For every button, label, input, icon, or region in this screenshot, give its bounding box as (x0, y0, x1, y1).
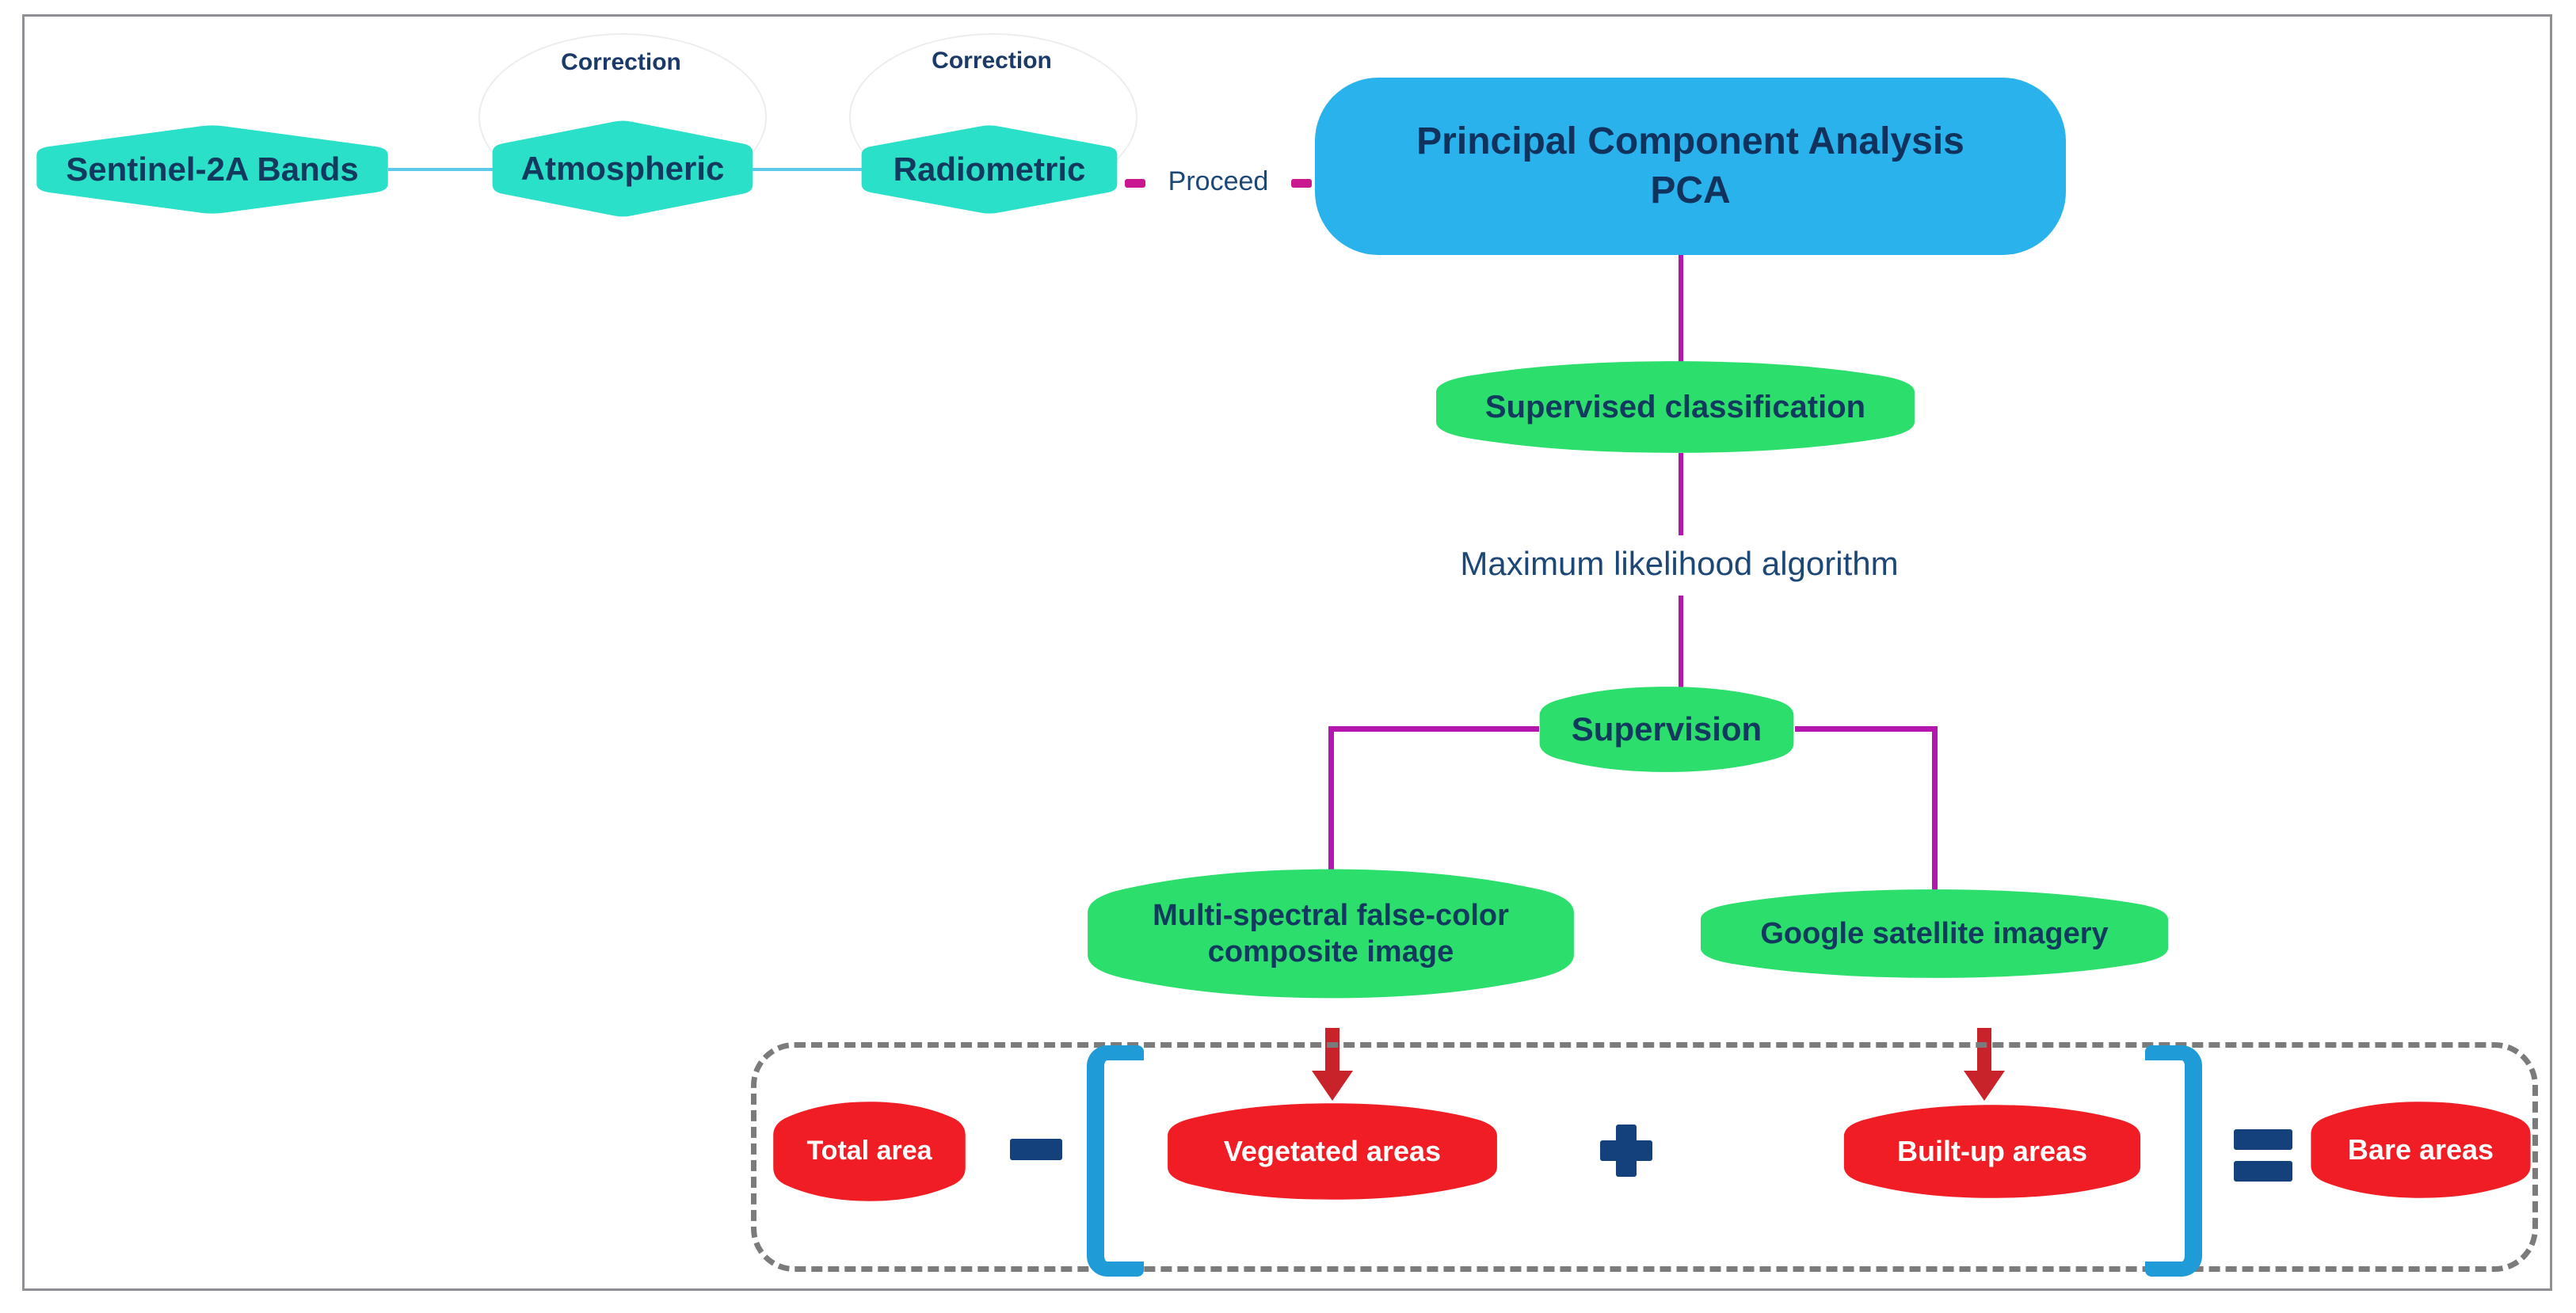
correction-label-radiometric: Correction (932, 48, 1052, 74)
node-label: Google satellite imagery (1760, 916, 2109, 950)
node-bare-areas: Bare areas (2310, 1101, 2532, 1199)
minus-bar (1010, 1139, 1062, 1160)
connector-atmospheric-radiometric (753, 168, 862, 171)
node-label: Supervision (1571, 710, 1762, 748)
minus-sign-icon (1010, 1139, 1062, 1160)
equals-bar-top (2234, 1129, 2292, 1150)
barrel-shape (1168, 1103, 1497, 1200)
node-label: Atmospheric (520, 150, 725, 188)
node-label-line1: Multi-spectral false-color (1153, 898, 1509, 932)
barrel-shape (1088, 869, 1574, 999)
node-vegetated-areas: Vegetated areas (1166, 1102, 1499, 1201)
equals-bar-bottom (2234, 1161, 2292, 1182)
correction-label-atmospheric: Correction (561, 49, 681, 75)
connector-supervision-left-h (1328, 726, 1539, 732)
node-supervision: Supervision (1538, 686, 1795, 773)
node-sentinel-2a-bands: Sentinel-2A Bands (35, 124, 390, 215)
node-label: Built-up areas (1896, 1135, 2088, 1168)
node-builtup-areas: Built-up areas (1842, 1104, 2142, 1199)
pca-title-line2: PCA (1650, 169, 1731, 211)
hexagon-shape (36, 125, 388, 214)
node-label: Total area (806, 1136, 932, 1166)
hexagon-shape (861, 125, 1118, 214)
node-label: Vegetated areas (1223, 1135, 1442, 1168)
max-likelihood-label: Maximum likelihood algorithm (1460, 545, 1899, 582)
plus-bar-vertical (1616, 1125, 1637, 1177)
hexagon-shape (492, 120, 753, 217)
arrow-shaft (1325, 1028, 1339, 1071)
pca-title-line1: Principal Component Analysis (1416, 120, 1964, 162)
equation-dashed-box (751, 1042, 2538, 1272)
proceed-label: Proceed (1168, 166, 1269, 196)
node-radiometric: Radiometric (860, 124, 1118, 215)
bracket-left-icon (1087, 1045, 1144, 1277)
barrel-shape (773, 1102, 966, 1201)
proceed-dash-icon (1291, 179, 1312, 188)
barrel-shape (1539, 687, 1794, 772)
plus-sign-icon (1600, 1125, 1652, 1177)
connector-supervision-right-v (1932, 726, 1938, 905)
node-supervised-classification: Supervised classification (1434, 360, 1917, 454)
barrel-shape (1843, 1105, 2141, 1198)
node-google-satellite-imagery: Google satellite imagery (1698, 889, 2170, 979)
node-total-area: Total area (772, 1101, 966, 1202)
barrel-shape (1436, 361, 1915, 453)
node-pca: Principal Component Analysis PCA (1315, 78, 2066, 255)
barrel-shape (2311, 1102, 2531, 1198)
connector-supervised-maxlikelihood (1679, 453, 1683, 535)
node-label: Bare areas (2347, 1133, 2494, 1166)
node-label: Sentinel-2A Bands (66, 150, 359, 188)
connector-maxlikelihood-supervision (1679, 596, 1683, 687)
bracket-right-icon (2145, 1045, 2202, 1277)
arrow-head (1312, 1071, 1353, 1101)
arrow-head (1964, 1071, 2005, 1101)
node-label: Radiometric (893, 150, 1086, 188)
node-multispectral-composite: Multi-spectral false-color composite ima… (1085, 868, 1576, 999)
arrow-shaft (1977, 1028, 1991, 1071)
connector-supervision-left-v (1328, 726, 1334, 881)
connector-supervision-right-h (1795, 726, 1938, 732)
connector-sentinel-atmospheric (388, 168, 493, 171)
diagram-frame (22, 14, 2552, 1291)
node-atmospheric: Atmospheric (491, 119, 754, 219)
connector-pca-supervised (1679, 255, 1683, 366)
proceed-dash-icon (1125, 179, 1145, 188)
node-label-line2: composite image (1207, 935, 1454, 969)
barrel-shape (1700, 889, 2169, 978)
equals-sign-icon (2234, 1129, 2292, 1182)
node-label: Supervised classification (1484, 389, 1866, 424)
